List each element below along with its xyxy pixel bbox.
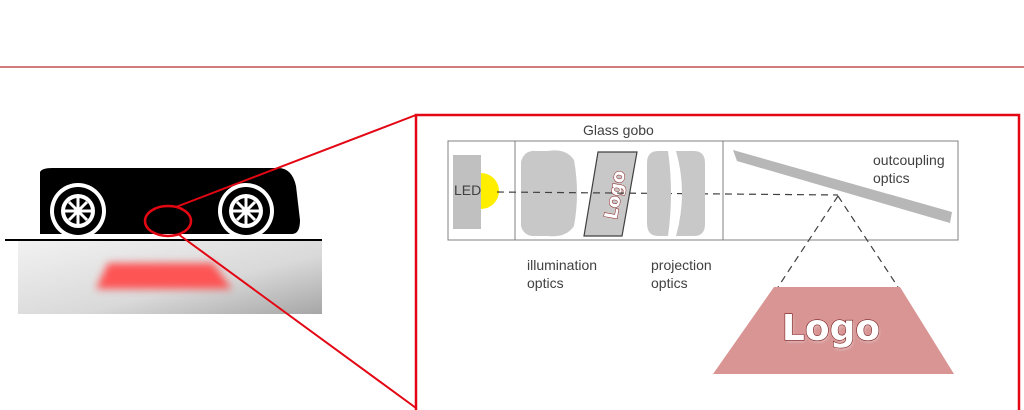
illumination-optics-label-line2: optics bbox=[527, 275, 564, 291]
glass-gobo-label: Glass gobo bbox=[583, 122, 654, 138]
car-scene bbox=[5, 168, 322, 314]
optics-housing bbox=[447, 140, 959, 241]
projection-ray-right bbox=[837, 195, 899, 288]
car-silhouette-icon bbox=[40, 168, 300, 239]
outcoupling-mirror bbox=[733, 150, 952, 223]
outcoupling-optics-label-line2: optics bbox=[873, 170, 910, 186]
projection-ray-left bbox=[777, 195, 839, 288]
glass-gobo bbox=[583, 151, 638, 237]
highlight-ellipse bbox=[143, 204, 193, 238]
projection-optics bbox=[647, 151, 705, 236]
detail-frame bbox=[414, 113, 1021, 410]
projected-logo-area bbox=[713, 287, 954, 374]
projected-logo-text: Logo bbox=[783, 310, 881, 351]
projection-optics-label-line2: optics bbox=[651, 275, 688, 291]
led-label: LED bbox=[454, 182, 481, 198]
illumination-optics-label-line1: illumination bbox=[527, 257, 597, 273]
zoom-line-bottom bbox=[177, 233, 417, 409]
projection-optics-label-line1: projection bbox=[651, 257, 712, 273]
illumination-optics bbox=[521, 150, 577, 237]
outcoupling-optics-label-line1: outcoupling bbox=[873, 152, 945, 168]
zoom-line-top bbox=[175, 114, 417, 208]
led-icon bbox=[453, 155, 499, 229]
projected-logo-text-front: Logo bbox=[782, 308, 880, 349]
projected-light-spot bbox=[96, 263, 232, 289]
